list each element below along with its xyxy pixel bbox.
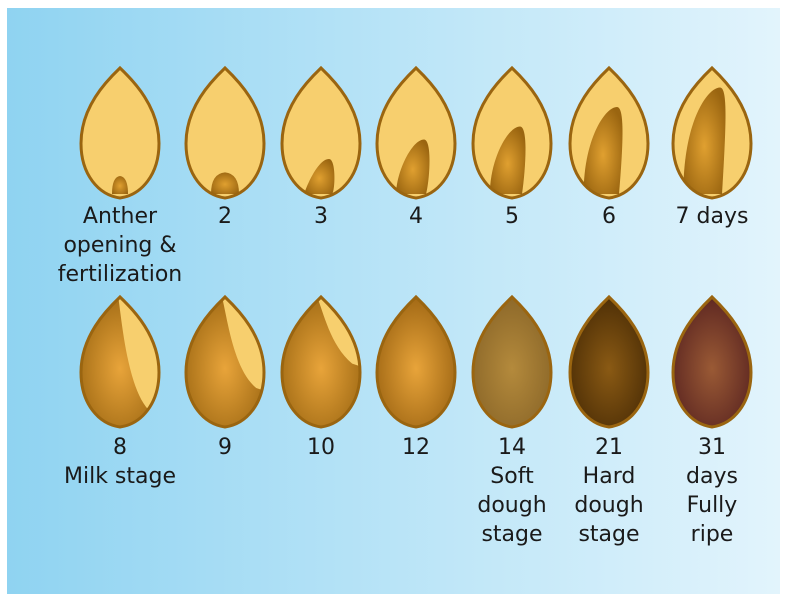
seed-body xyxy=(673,297,751,427)
seed-1-6 xyxy=(570,68,648,198)
seed-2-7 xyxy=(673,297,751,427)
stage-label-1-5: 5 xyxy=(505,202,519,231)
stage-label-1-7: 7 days xyxy=(676,202,749,231)
stage-label-2-4: 12 xyxy=(402,433,430,462)
seed-body xyxy=(570,297,648,427)
seed-1-7 xyxy=(673,68,751,198)
seed-2-3 xyxy=(282,295,364,427)
seed-2-6 xyxy=(570,297,648,427)
stage-label-2-5: 14 Soft dough stage xyxy=(477,433,546,549)
stage-label-1-3: 3 xyxy=(314,202,328,231)
stage-label-1-6: 6 xyxy=(602,202,616,231)
seed-1-5 xyxy=(473,68,551,198)
stage-label-2-3: 10 xyxy=(307,433,335,462)
seed-2-5 xyxy=(473,297,551,427)
seed-1-1 xyxy=(81,68,159,198)
stage-label-2-1: 8 Milk stage xyxy=(64,433,176,491)
seed-1-4 xyxy=(377,68,455,198)
seed-body xyxy=(377,297,455,427)
stage-label-2-6: 21 Hard dough stage xyxy=(574,433,643,549)
seed-1-3 xyxy=(282,68,360,198)
seed-1-2 xyxy=(186,68,264,198)
seed-body xyxy=(473,297,551,427)
stage-label-1-1: Anther opening & fertilization xyxy=(58,202,182,289)
stage-label-1-2: 2 xyxy=(218,202,232,231)
stage-label-2-2: 9 xyxy=(218,433,232,462)
stage-label-2-7: 31 days Fully ripe xyxy=(686,433,738,549)
seed-2-4 xyxy=(377,297,455,427)
seed-2-2 xyxy=(186,295,268,427)
seed-2-1 xyxy=(81,295,163,427)
stage-label-1-4: 4 xyxy=(409,202,423,231)
